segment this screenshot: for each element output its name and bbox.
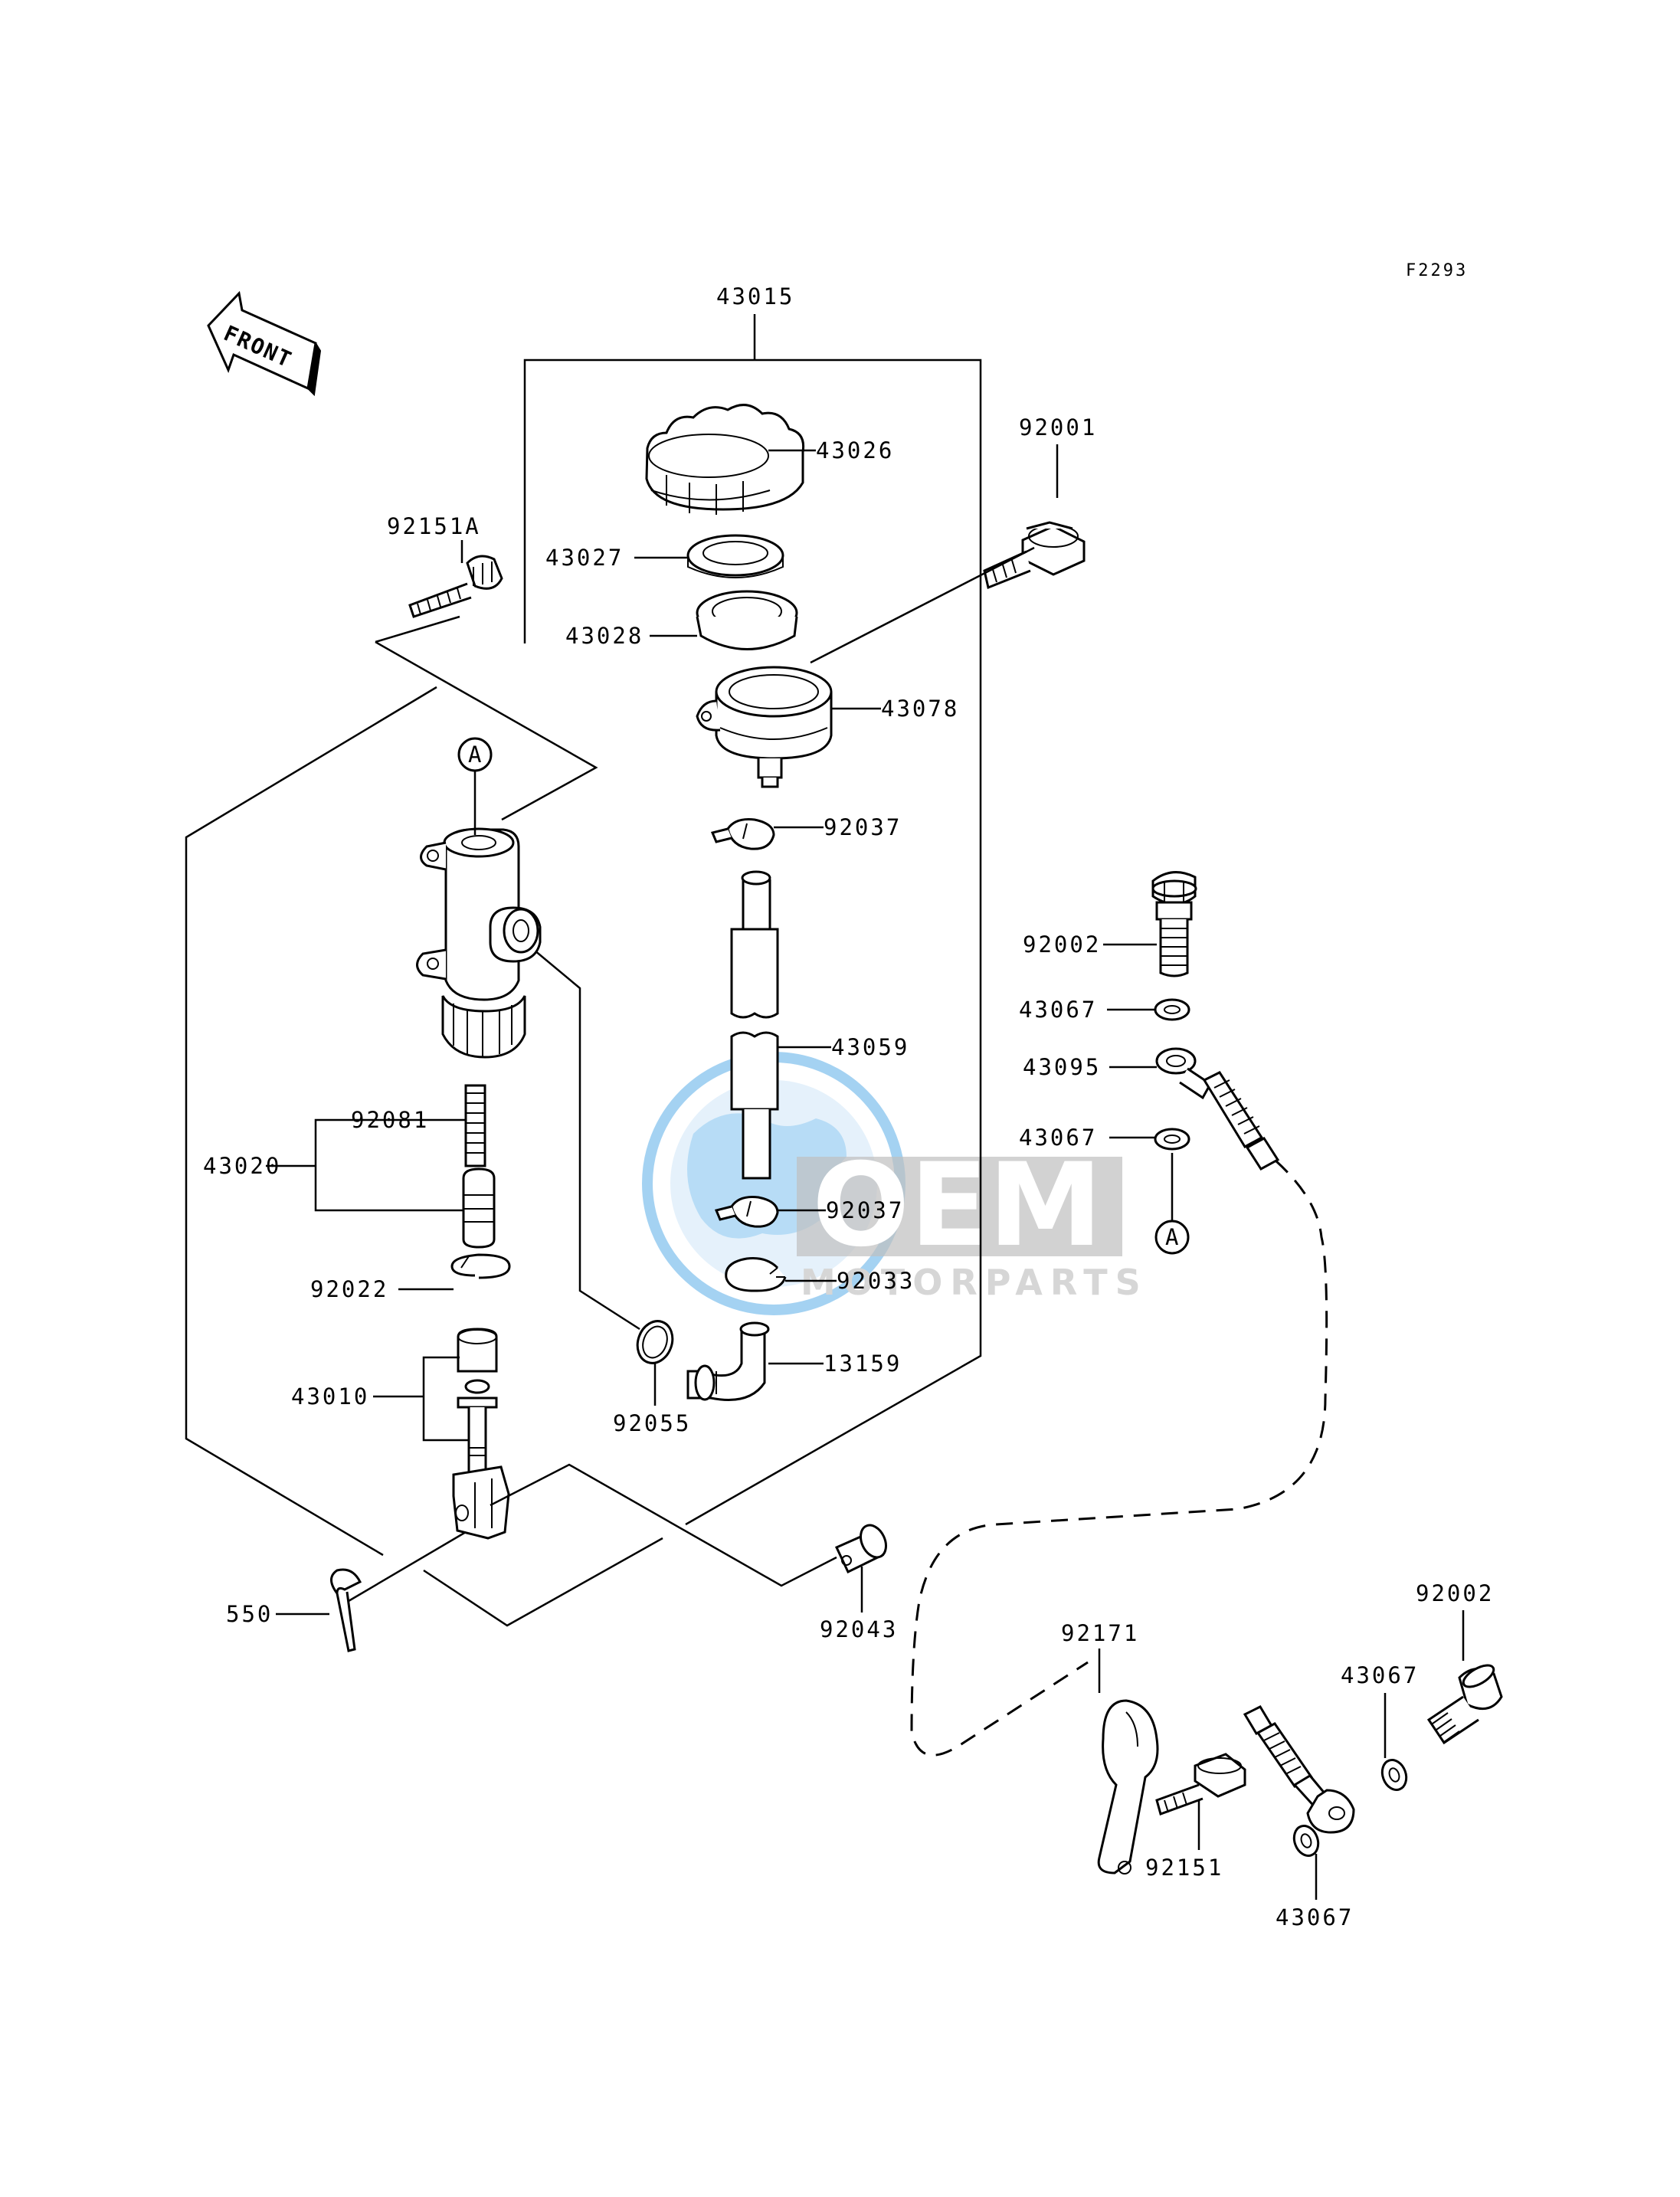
label-92081: 92081 [351,1107,429,1133]
reservoir-43078 [696,666,833,788]
master-cylinder-body [416,827,542,1059]
label-43067-a: 43067 [1019,997,1097,1023]
reservoir-cap-43026 [645,404,805,515]
clevis-pin-92043 [834,1524,887,1574]
hose-end-lower [1243,1705,1355,1834]
circlip-92033 [725,1257,787,1292]
bolt-92151 [1155,1753,1246,1816]
label-550: 550 [226,1601,273,1627]
bolt-92001 [983,521,1086,590]
spring-92081 [464,1084,486,1167]
gasket-43027 [686,534,784,578]
banjo-bolt-92002-top [1151,871,1197,977]
callout-a-top-text: A [468,742,483,768]
label-92001: 92001 [1019,414,1097,440]
label-92002-bottom: 92002 [1416,1580,1494,1606]
elbow-13159 [686,1321,770,1401]
kit-43015-outline [523,359,982,1526]
label-92022: 92022 [310,1276,388,1302]
label-92037-top: 92037 [824,814,902,840]
label-92055: 92055 [613,1410,691,1436]
label-43028: 43028 [565,623,644,649]
assembly-outline [185,686,437,1557]
callout-a-bottom-text: A [1165,1224,1181,1250]
banjo-bolt-92002-bottom [1426,1664,1503,1745]
hose-fitting-43095 [1155,1047,1280,1171]
label-13159: 13159 [824,1351,902,1377]
pushrod-43010 [452,1328,510,1540]
label-43095: 43095 [1023,1054,1101,1080]
callout-a-bottom [1154,1220,1190,1255]
diaphragm-43028 [696,590,798,650]
label-43027: 43027 [545,545,624,571]
brake-hose-dashed [910,1159,1328,1757]
front-arrow-icon: FRONT [207,290,322,397]
label-43020: 43020 [203,1153,281,1179]
washer-43067-c [1380,1759,1408,1791]
label-92002-top: 92002 [1023,932,1101,958]
label-43067-c: 43067 [1341,1662,1419,1688]
washer-43067-a [1154,998,1190,1021]
circlip-92022 [450,1253,511,1279]
label-43010: 43010 [291,1383,369,1410]
label-43078: 43078 [881,696,959,722]
bolt-92151A [408,555,503,618]
hose-guide-92171 [1097,1699,1159,1874]
label-92033: 92033 [837,1268,915,1294]
watermark-logo: OEM MOTORPARTS [642,1052,1148,1315]
label-92043: 92043 [820,1616,898,1642]
hose-clamp-92037-top [710,818,775,850]
hose-clamp-92037-bottom [714,1196,779,1228]
diagram-code: F2293 [1406,261,1468,280]
washer-43067-b [1154,1128,1190,1151]
o-ring-92055 [636,1320,674,1364]
label-92151: 92151 [1145,1855,1223,1881]
cotter-pin-550 [330,1568,362,1652]
label-43067-d: 43067 [1276,1904,1354,1930]
washer-43067-d [1292,1825,1320,1857]
label-43067-b: 43067 [1019,1125,1097,1151]
watermark-sub-text: MOTORPARTS [801,1262,1148,1303]
hose-43059 [730,870,779,1180]
label-43015: 43015 [716,283,794,309]
label-92037-bottom: 92037 [826,1197,904,1223]
label-92171: 92171 [1061,1620,1139,1646]
watermark-logo-text: OEM [812,1139,1102,1272]
label-43059: 43059 [831,1034,909,1060]
cup-43020 [462,1167,496,1249]
label-43026: 43026 [816,437,894,463]
label-92151A: 92151A [387,513,481,539]
